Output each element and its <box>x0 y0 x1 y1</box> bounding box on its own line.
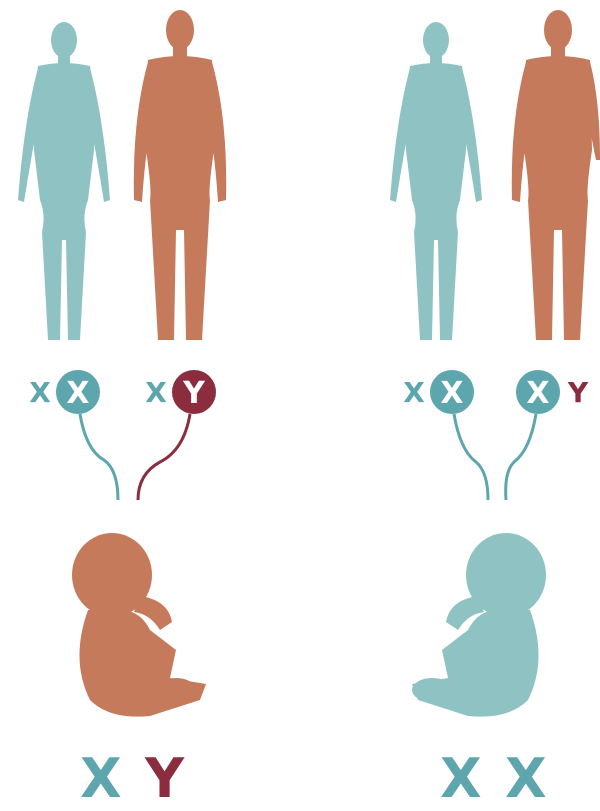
result-chromosome-1: X <box>80 752 122 806</box>
father-chromosome-string <box>506 414 536 500</box>
result-chromosome-2: Y <box>145 752 184 806</box>
panel-left-boy: X X X Y X Y <box>0 0 300 811</box>
panel-right-graphic: X X X Y <box>300 0 600 811</box>
panel-right-girl: X X X Y X X <box>300 0 600 811</box>
panel-left-graphic: X X X Y <box>0 0 300 811</box>
male-body-icon <box>512 10 600 340</box>
mother-chromosome-pair: X X <box>29 370 100 414</box>
mother-chromosome-2: X <box>66 376 89 411</box>
female-body-icon <box>18 22 110 340</box>
female-body-icon <box>390 22 482 340</box>
mother-chromosome-1: X <box>29 376 51 409</box>
result-chromosome-1: X <box>440 752 482 806</box>
father-chromosome-2: Y <box>182 376 206 411</box>
male-body-icon <box>134 10 226 340</box>
mother-chromosome-string <box>80 414 118 500</box>
father-chromosome-2: Y <box>567 376 589 409</box>
result-chromosome-2: X <box>505 752 547 806</box>
fetus-icon <box>412 533 546 717</box>
mother-chromosome-string <box>454 414 488 500</box>
father-chromosome-pair: X Y <box>145 370 216 414</box>
father-chromosome-string <box>138 414 190 500</box>
mother-chromosome-pair: X X <box>403 370 474 414</box>
mother-chromosome-1: X <box>403 376 425 409</box>
father-chromosome-1: X <box>526 376 549 411</box>
mother-chromosome-2: X <box>440 376 463 411</box>
father-chromosome-pair: X Y <box>516 370 589 414</box>
fetus-icon <box>72 533 206 717</box>
father-chromosome-1: X <box>145 376 167 409</box>
